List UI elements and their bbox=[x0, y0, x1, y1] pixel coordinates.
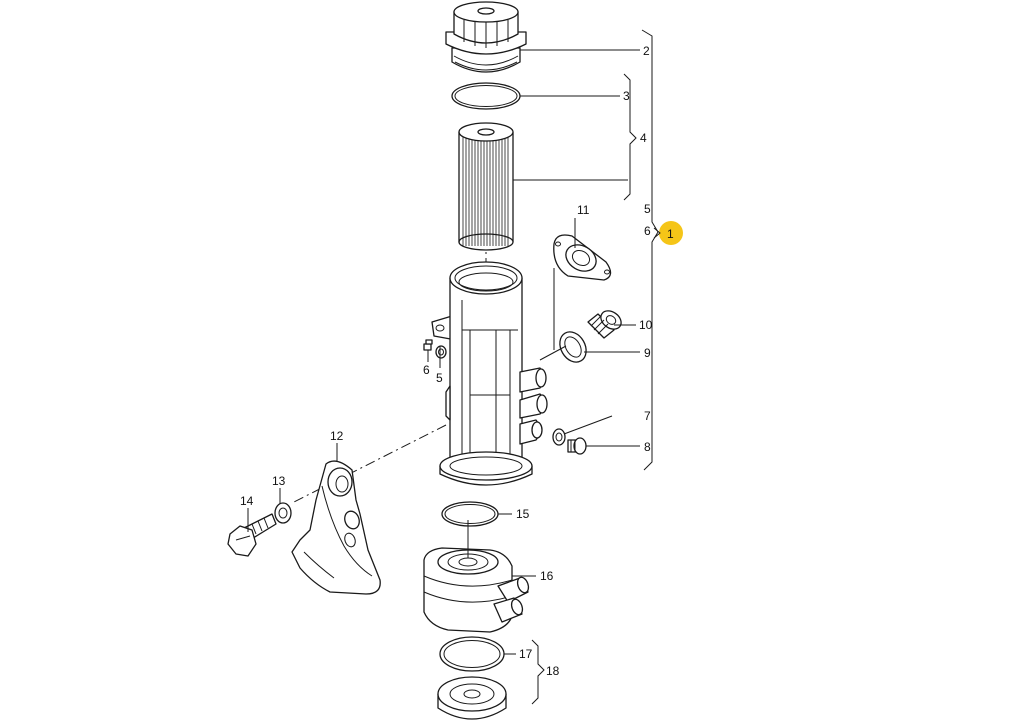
callout-16[interactable]: 16 bbox=[540, 569, 554, 583]
callout-7[interactable]: 7 bbox=[644, 409, 651, 423]
callout-9[interactable]: 9 bbox=[644, 346, 651, 360]
callout-5[interactable]: 5 bbox=[644, 202, 651, 216]
callout-11[interactable]: 11 bbox=[577, 203, 590, 217]
bolt-washer[interactable] bbox=[552, 428, 566, 446]
bracket-bolt[interactable] bbox=[227, 513, 277, 557]
callout-15[interactable]: 15 bbox=[516, 507, 530, 521]
callout-17[interactable]: 17 bbox=[519, 647, 533, 661]
group-bracket-1 bbox=[641, 29, 659, 471]
small-screw[interactable] bbox=[423, 339, 433, 351]
callout-10[interactable]: 10 bbox=[639, 318, 653, 332]
callout-12[interactable]: 12 bbox=[330, 429, 344, 443]
filter-cap[interactable] bbox=[445, 1, 527, 73]
cooler-o-ring[interactable] bbox=[441, 501, 499, 527]
small-bolt[interactable] bbox=[567, 437, 587, 455]
lower-o-ring[interactable] bbox=[439, 636, 505, 672]
cap-o-ring[interactable] bbox=[451, 82, 521, 110]
cover-plate[interactable] bbox=[553, 234, 612, 281]
bracket-washer[interactable] bbox=[274, 502, 292, 524]
callout-3[interactable]: 3 bbox=[623, 89, 630, 103]
plug-seal-ring[interactable] bbox=[555, 327, 592, 367]
bracket-axis bbox=[291, 424, 447, 504]
callout-2[interactable]: 2 bbox=[643, 44, 650, 58]
callout-6-small-screw[interactable]: 6 bbox=[423, 363, 430, 377]
callout-6[interactable]: 6 bbox=[644, 224, 651, 238]
lower-flange[interactable] bbox=[437, 676, 507, 720]
callout-8[interactable]: 8 bbox=[644, 440, 651, 454]
filter-element[interactable] bbox=[458, 122, 514, 251]
small-seal-ring[interactable] bbox=[435, 345, 447, 359]
plug-screw[interactable] bbox=[587, 307, 625, 339]
oil-cooler[interactable] bbox=[423, 520, 530, 633]
leader-lines bbox=[247, 49, 640, 655]
callout-14[interactable]: 14 bbox=[240, 494, 254, 508]
group-bracket-18 bbox=[531, 639, 545, 705]
callout-1-highlight bbox=[659, 221, 683, 245]
filter-housing[interactable] bbox=[431, 261, 548, 486]
mounting-bracket[interactable] bbox=[291, 460, 381, 595]
callout-4[interactable]: 4 bbox=[640, 131, 647, 145]
group-bracket-4 bbox=[623, 73, 637, 201]
callout-13[interactable]: 13 bbox=[272, 474, 286, 488]
callout-18[interactable]: 18 bbox=[546, 664, 560, 678]
callout-5-seal-ring[interactable]: 5 bbox=[436, 371, 443, 385]
callout-6-arrow bbox=[653, 227, 661, 239]
callout-1[interactable]: 1 bbox=[667, 227, 674, 241]
